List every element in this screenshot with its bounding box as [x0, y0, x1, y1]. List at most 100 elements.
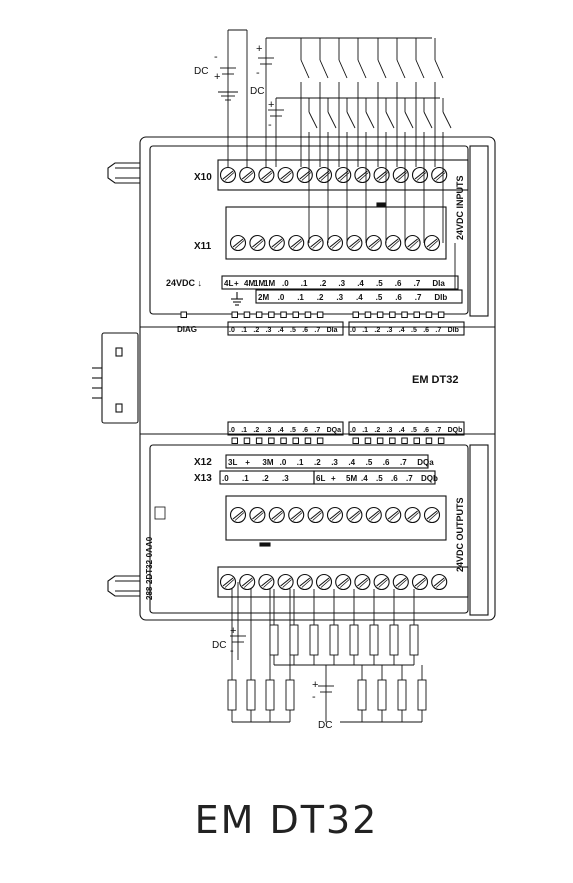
input-terminal-label: .1: [301, 279, 308, 288]
terminal-screw-x10: [411, 166, 429, 184]
module-name: EM DT32: [412, 374, 458, 386]
output-terminal-label: +: [245, 458, 250, 467]
led-output-a: [280, 437, 287, 444]
output-terminal-label: .6: [383, 458, 390, 467]
input-led-label-b: .1: [362, 327, 368, 334]
led-input-b: [425, 311, 433, 318]
input-supply-label: 24VDC ↓: [166, 278, 202, 288]
input-led-label-a: .3: [266, 327, 272, 334]
load-resistor: [397, 679, 407, 711]
terminal-screw-x12: [346, 506, 363, 524]
output-terminal-label: .4: [348, 458, 355, 467]
led-input-a: [268, 311, 275, 318]
dc-label: DC: [194, 66, 208, 77]
din-clip-bottom: [107, 575, 140, 597]
terminal-screw-x11: [288, 234, 305, 252]
terminal-screw-x13: [431, 573, 448, 591]
terminal-screw-x13: [315, 573, 333, 591]
terminal-screw-x13: [277, 573, 294, 591]
dc-label: DC: [250, 86, 264, 97]
minus-sign: -: [214, 51, 218, 63]
input-terminal-label: .3: [336, 293, 343, 302]
input-terminal-label: .5: [376, 279, 383, 288]
input-led-label-a: .2: [253, 327, 259, 334]
diag-label: DIAG: [177, 325, 197, 334]
led-output-b: [376, 437, 384, 444]
led-output-b: [413, 437, 420, 444]
led-output-b: [364, 437, 372, 444]
output-terminal-label: 3L: [228, 458, 237, 467]
terminal-screw-x10: [219, 166, 237, 184]
output-terminal-label: .2: [314, 458, 321, 467]
terminal-screw-x11: [229, 234, 247, 252]
output-terminal-label: .6: [391, 474, 398, 483]
module-housing: [139, 136, 496, 621]
led-output-b: [425, 437, 433, 444]
led-output-a: [231, 437, 238, 444]
output-led-label-b: .6: [423, 427, 429, 434]
led-input-a: [292, 311, 299, 318]
output-terminal-label: +: [331, 474, 336, 483]
minus-sign: -: [256, 67, 260, 79]
led-input-a: [255, 311, 263, 318]
output-terminal-panel: [149, 444, 469, 614]
input-terminal-label: .2: [317, 293, 324, 302]
plus-sign: +: [214, 71, 220, 83]
led-input-a: [316, 311, 324, 318]
output-terminal-label: DQb: [421, 474, 438, 483]
connector-label-x12: X12: [194, 457, 212, 468]
load-resistor: [309, 624, 319, 656]
bus-connector: [101, 332, 139, 424]
output-terminal-label: .7: [406, 474, 413, 483]
output-led-label-b: .3: [387, 427, 393, 434]
led-input-b: [401, 311, 408, 318]
led-input-b: [376, 311, 384, 318]
terminal-screw-x12: [307, 506, 324, 524]
led-output-a: [316, 437, 324, 444]
terminal-screw-x10: [258, 166, 275, 184]
output-terminal-label: .3: [282, 474, 289, 483]
output-terminal-label: .0: [222, 474, 229, 483]
led-output-b: [401, 437, 408, 444]
plus-sign: +: [312, 679, 318, 691]
output-led-label-b: DQb: [448, 427, 463, 434]
input-led-label-a: .5: [290, 327, 296, 334]
plus-sign: +: [230, 625, 236, 637]
led-input-b: [389, 311, 396, 318]
load-resistor: [349, 624, 359, 656]
input-terminal-label: .0: [278, 293, 285, 302]
output-led-label-a: .0: [229, 427, 235, 434]
input-terminal-label: DIa: [432, 279, 445, 288]
output-led-label-b: .2: [374, 427, 380, 434]
led-output-a: [243, 437, 251, 444]
terminal-screw-x10: [431, 166, 448, 184]
output-terminal-label: .1: [297, 458, 304, 467]
output-led-label-a: .7: [314, 427, 320, 434]
terminal-screw-x10: [354, 166, 371, 184]
terminal-screw-x13: [258, 573, 275, 591]
led-input-a: [280, 311, 287, 318]
output-terminal-label: .4: [361, 474, 368, 483]
input-led-label-a: .4: [278, 327, 284, 334]
output-led-label-a: .1: [241, 427, 247, 434]
led-input-a: [243, 311, 251, 318]
output-terminal-label: .2: [262, 474, 269, 483]
minus-sign: -: [312, 691, 316, 703]
output-side-label: 24VDC OUTPUTS: [455, 497, 465, 572]
led-output-a: [304, 437, 312, 444]
input-led-label-b: .0: [350, 327, 356, 334]
terminal-screw-x10: [277, 166, 294, 184]
terminal-screw-x12: [404, 506, 421, 524]
terminal-screw-x11: [404, 234, 421, 252]
minus-sign: -: [230, 645, 234, 657]
load-resistor: [377, 679, 387, 711]
plus-sign: +: [256, 43, 262, 55]
input-led-label-a: .0: [229, 327, 235, 334]
terminal-screw-x10: [392, 166, 409, 184]
load-resistor: [417, 679, 427, 711]
terminal-screw-x13: [411, 573, 429, 591]
output-led-label-b: .1: [362, 427, 368, 434]
load-resistor: [246, 679, 256, 711]
led-input-a: [231, 311, 238, 318]
terminal-screw-x11: [268, 234, 285, 252]
